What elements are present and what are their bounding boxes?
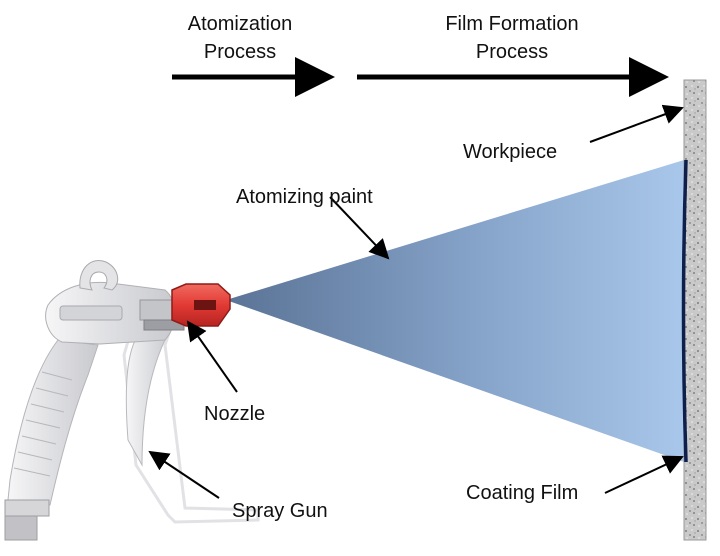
atomization-header-line1: Atomization bbox=[188, 13, 293, 35]
workpiece-panel bbox=[683, 79, 707, 541]
atomizing-paint-pointer bbox=[329, 196, 390, 260]
workpiece-label: Workpiece bbox=[463, 141, 557, 163]
coating-film-pointer bbox=[604, 455, 684, 494]
spray-gun-illustration bbox=[4, 260, 260, 541]
spray-gun-label: Spray Gun bbox=[232, 500, 328, 522]
spray-gun-pointer bbox=[148, 450, 220, 499]
workpiece-pointer bbox=[589, 104, 684, 143]
atomizing-paint-cone bbox=[226, 160, 684, 462]
nozzle-label: Nozzle bbox=[204, 403, 265, 425]
atomization-header-line2: Process bbox=[204, 41, 276, 63]
film-formation-header-line2: Process bbox=[476, 41, 548, 63]
atomizing-paint-label: Atomizing paint bbox=[236, 186, 373, 208]
coating-film-label: Coating Film bbox=[466, 482, 578, 504]
coating-film bbox=[681, 159, 688, 463]
nozzle-tip bbox=[171, 283, 231, 327]
film-formation-header-line1: Film Formation bbox=[445, 13, 578, 35]
nozzle-pointer bbox=[186, 320, 238, 393]
